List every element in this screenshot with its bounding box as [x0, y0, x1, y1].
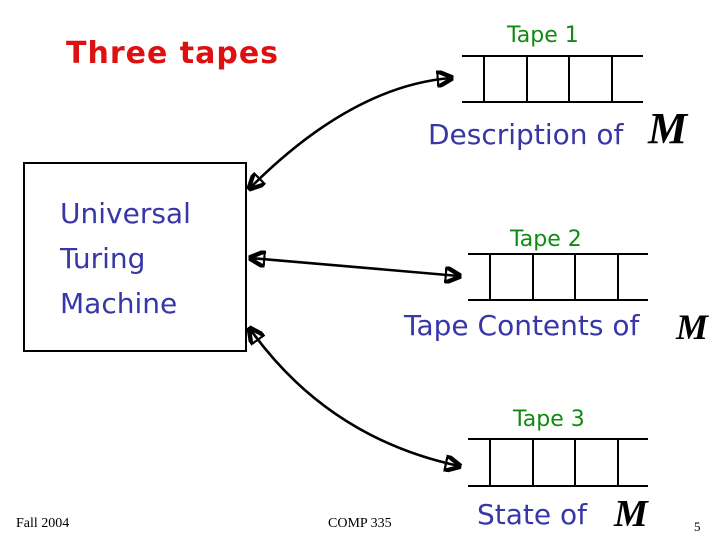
tape-cell-divider [574, 440, 576, 485]
machine-symbol-tape3: M [614, 493, 648, 535]
page-number: 5 [694, 519, 701, 534]
utm-box-line-2: Turing [60, 242, 146, 275]
footer-semester: Fall 2004 [16, 516, 70, 531]
universal-turing-machine-box: Universal Turing Machine [23, 162, 247, 352]
tape-cell-divider [617, 440, 619, 485]
tape-cell-divider [532, 255, 534, 299]
arrow-box-to-tape1 [250, 78, 451, 188]
tape1-label: Tape 1 [507, 23, 579, 48]
tape-cell-divider [532, 440, 534, 485]
machine-symbol-tape1: M [648, 104, 688, 153]
utm-box-line-3: Machine [60, 287, 178, 320]
tape2-caption: Tape Contents of [404, 309, 640, 342]
arrow-box-to-tape2 [251, 258, 459, 276]
slide-title: Three tapes [66, 36, 280, 71]
tape3-label: Tape 3 [513, 407, 585, 432]
tape-cell-divider [568, 57, 570, 101]
tape1-graphic [462, 55, 643, 103]
tape-cell-divider [483, 57, 485, 101]
tape2-label: Tape 2 [510, 227, 582, 252]
utm-box-line-1: Universal [60, 197, 191, 230]
tape2-graphic [468, 253, 648, 301]
tape-cell-divider [526, 57, 528, 101]
tape-cell-divider [489, 255, 491, 299]
tape-cell-divider [574, 255, 576, 299]
tape3-caption: State of [477, 498, 588, 531]
tape-cell-divider [617, 255, 619, 299]
tape-cell-divider [489, 440, 491, 485]
footer-course: COMP 335 [328, 516, 392, 531]
machine-symbol-tape2: M [676, 307, 709, 347]
tape-cell-divider [611, 57, 613, 101]
tape1-caption: Description of [428, 118, 624, 151]
arrow-box-to-tape3 [250, 329, 459, 466]
tape3-graphic [468, 438, 648, 487]
